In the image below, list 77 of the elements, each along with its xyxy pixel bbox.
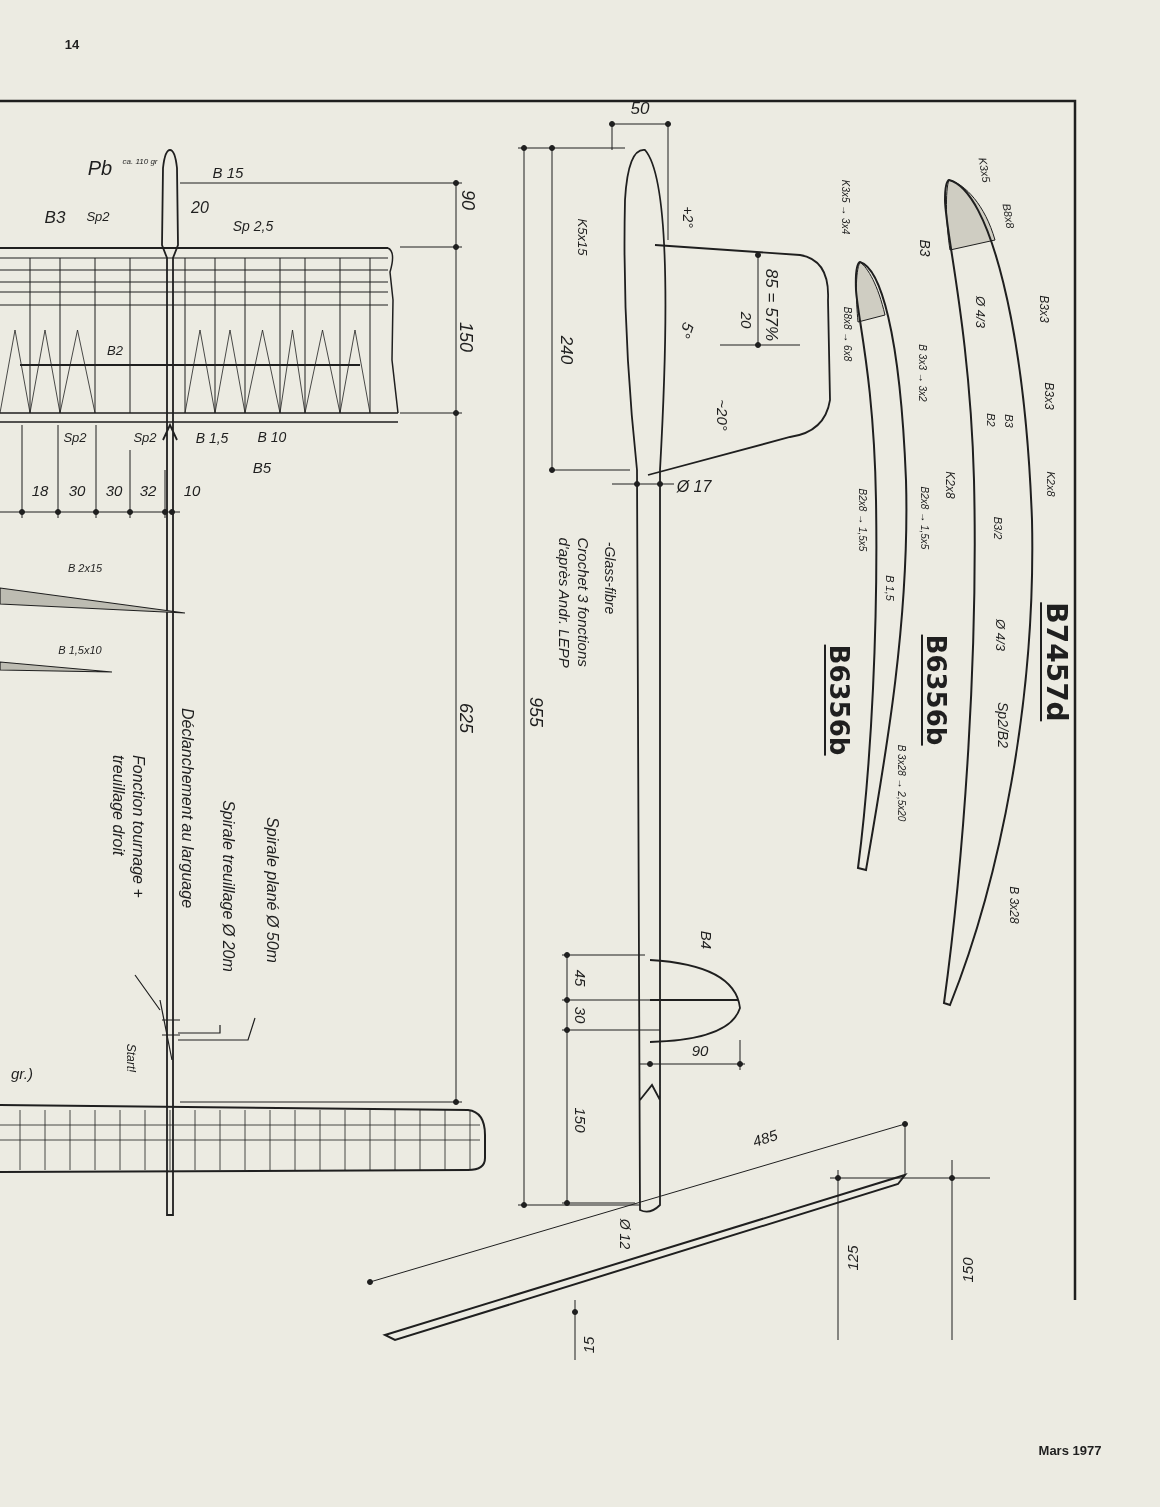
part-label: B3 (918, 239, 932, 257)
weight-note: ca. 110 gr (122, 158, 158, 166)
part-label: K2x8 (1044, 471, 1056, 497)
note-text: gr.) (11, 1065, 33, 1081)
part-label: B 3x28 → 2,5x20 (896, 744, 906, 822)
dimension-value: 30 (68, 482, 86, 498)
dimension-value: 85 = 57% (762, 268, 780, 342)
dimension-value: 955 (527, 697, 545, 727)
page-number: 14 (64, 37, 80, 51)
part-label: B3/2 (991, 516, 1003, 540)
airfoil-name: B6356b (824, 644, 852, 756)
part-label: B8x8 (1000, 202, 1016, 230)
part-label: Sp2 (63, 430, 87, 444)
dimension-value: 625 (457, 703, 475, 733)
dimension-value: 45 (572, 969, 588, 987)
part-label: B 1,5 (883, 575, 895, 601)
dimension-value: 125 (844, 1245, 860, 1271)
part-label: K5x15 (575, 218, 589, 256)
dimension-value: 30 (105, 482, 123, 498)
part-label: K2x8 (944, 471, 956, 499)
part-label: B3 (44, 208, 66, 226)
date-text: Mars 1977 (1038, 1443, 1102, 1457)
note-text: Crochet 3 fonctions d'après Andr. LEPP (555, 537, 592, 670)
part-label: Sp 2,5 (232, 219, 274, 233)
part-label: B 3x28 (1008, 886, 1020, 924)
part-label: Sp2/B2 (996, 702, 1010, 748)
dimension-value: 18 (31, 482, 49, 498)
dimension-value: 240 (557, 335, 575, 365)
part-label: B 1,5 (195, 431, 229, 445)
note-text: -Glass-fibre (603, 541, 617, 615)
note-text: Spirale treuillage Ø 20m (220, 800, 236, 972)
dimension-value: 32 (139, 482, 157, 498)
note-text: Start! (125, 1043, 137, 1073)
part-label: B5 (252, 459, 272, 475)
part-label: B4 (698, 930, 714, 950)
angle-value: ~20° (714, 399, 730, 431)
note-text: Spirale plané Ø 50m (264, 817, 280, 963)
part-label: K3x5 → 3x4 (840, 179, 850, 235)
part-label: B2 (984, 413, 996, 427)
part-label: B 1,5x10 (58, 644, 102, 656)
part-label: B8x8 → 6x8 (842, 306, 852, 362)
part-label: B2x8 → 1,5x5 (919, 486, 929, 550)
note-text: Déclanchement au larguage (179, 707, 195, 909)
part-label: Sp2 (133, 430, 157, 444)
dimension-value: Ø 4/3 (973, 296, 987, 328)
dimension-value: 150 (572, 1107, 588, 1133)
airfoil-name: B6356b (921, 634, 949, 746)
dimension-value: 90 (691, 1042, 709, 1058)
part-label: B 10 (257, 430, 287, 444)
dimension-value: 50 (630, 99, 650, 117)
dimension-value: 30 (572, 1006, 588, 1024)
part-label: Sp2 (86, 209, 110, 223)
note-text: Fonction tournage + treuillage droit (109, 755, 148, 900)
dimension-value: 150 (959, 1257, 975, 1283)
part-label: B3 (1002, 414, 1014, 428)
dimension-value: 90 (459, 190, 477, 210)
part-label: K3x5 (976, 156, 992, 184)
part-label: B 2x15 (67, 562, 103, 574)
part-label: B 3x3 → 3x2 (917, 344, 927, 402)
part-label: B3x3 (1043, 382, 1055, 410)
dimension-value: Ø 12 (618, 1218, 632, 1250)
dimension-value: Ø 4/3 (993, 619, 1007, 651)
angle-value: 5° (675, 320, 697, 340)
airfoil-name: B7457d (1040, 602, 1070, 722)
angle-value: +2° (681, 206, 695, 228)
part-label: B 15 (212, 164, 244, 180)
material-label: Pb (87, 158, 113, 178)
dimension-value: 485 (750, 1127, 780, 1149)
part-label: B2x8 → 1,5x5 (857, 488, 867, 552)
dimension-value: 10 (183, 482, 201, 498)
dimension-value: 15 (580, 1336, 596, 1354)
dimension-value: 20 (191, 200, 209, 216)
dimension-value: Ø 17 (676, 479, 712, 495)
dimension-value: 20 (738, 311, 754, 329)
part-label: B2 (107, 343, 123, 357)
part-label: B3x3 (1038, 295, 1050, 323)
dimension-value: 150 (457, 322, 475, 352)
